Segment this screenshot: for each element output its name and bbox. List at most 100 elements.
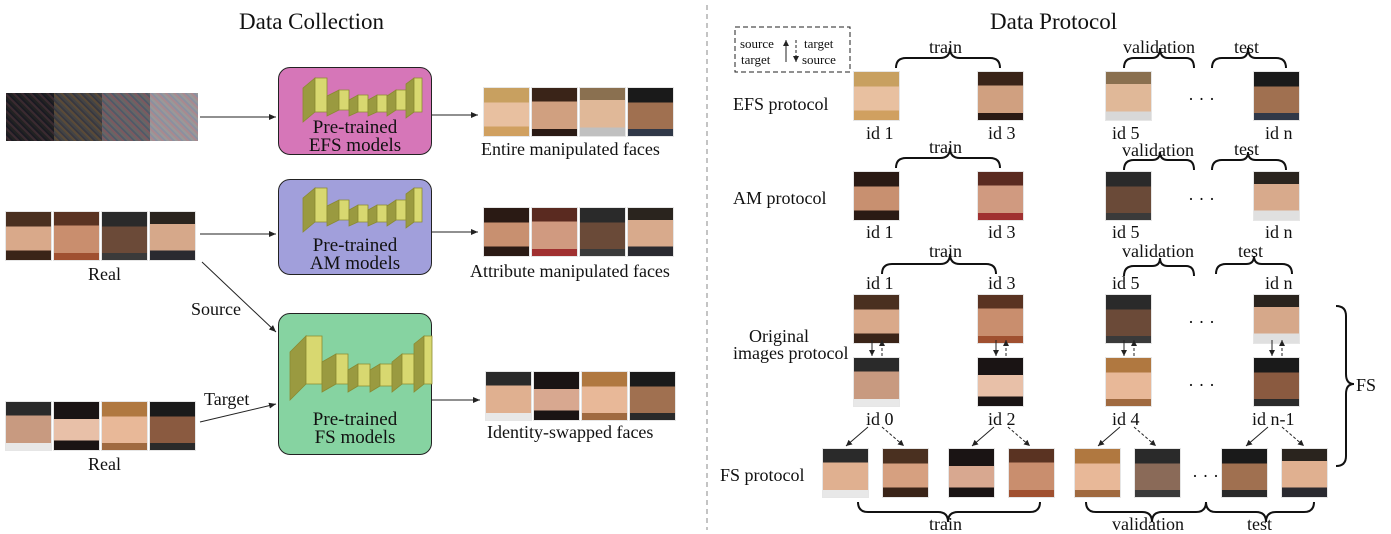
face-image <box>579 207 626 257</box>
validation-label: validation <box>1122 241 1194 261</box>
face-image <box>485 371 532 421</box>
face-image <box>977 294 1024 344</box>
face-image <box>581 371 628 421</box>
am-box-line1: Pre-trained <box>312 235 398 256</box>
face-image <box>483 87 530 137</box>
fs-box-line1: Pre-trained <box>312 409 398 430</box>
face-image <box>483 207 530 257</box>
face-image <box>533 371 580 421</box>
efs-protocol-label: EFS protocol <box>733 94 829 114</box>
data-collection-title: Data Collection <box>239 9 384 34</box>
noise-image <box>150 93 198 141</box>
face-image <box>977 171 1024 221</box>
id-label: id 5 <box>1112 123 1140 143</box>
arrow <box>199 402 277 423</box>
noise-image <box>6 93 54 141</box>
source-label: Source <box>191 299 241 319</box>
face-image <box>1281 448 1328 498</box>
original-protocol-label-2: images protocol <box>733 343 849 363</box>
original-protocol-label-1: Original <box>749 326 809 346</box>
face-image <box>1253 357 1300 407</box>
target-label: Target <box>204 389 250 409</box>
face-image <box>977 71 1024 121</box>
efs-output-label: Entire manipulated faces <box>481 139 660 159</box>
id-label: id 1 <box>866 222 894 242</box>
efs-ellipsis: · · · <box>1188 89 1215 109</box>
face-image <box>629 371 676 421</box>
real-label: Real <box>88 264 121 284</box>
face-image <box>531 207 578 257</box>
id-label: id 3 <box>988 273 1016 293</box>
face-image <box>53 401 100 451</box>
face-image <box>1008 448 1055 498</box>
legend-source-right: source <box>802 52 836 67</box>
face-image <box>822 448 869 498</box>
id-label: id 5 <box>1112 273 1140 293</box>
test-label: test <box>1234 139 1259 159</box>
legend-target-right: target <box>804 36 834 51</box>
id-label: id 3 <box>988 123 1016 143</box>
network-icon <box>289 335 433 401</box>
id-label: id 2 <box>988 409 1016 429</box>
face-image <box>1221 448 1268 498</box>
face-image <box>627 87 674 137</box>
face-image <box>101 401 148 451</box>
validation-label: validation <box>1112 514 1184 534</box>
train-label: train <box>929 37 962 57</box>
face-image <box>882 448 929 498</box>
id-label: id n-1 <box>1252 409 1295 429</box>
face-image <box>853 71 900 121</box>
id-label: id 4 <box>1112 409 1140 429</box>
id-label: id 5 <box>1112 222 1140 242</box>
train-label: train <box>929 137 962 157</box>
face-image <box>1105 357 1152 407</box>
arrow <box>201 261 277 333</box>
fs-output-label: Identity-swapped faces <box>487 422 654 442</box>
face-image <box>1105 294 1152 344</box>
face-image <box>948 448 995 498</box>
test-label: test <box>1234 37 1259 57</box>
validation-label: validation <box>1123 37 1195 57</box>
am-ellipsis: · · · <box>1188 189 1215 209</box>
data-protocol-title: Data Protocol <box>990 9 1118 34</box>
train-label: train <box>929 241 962 261</box>
face-image <box>149 401 196 451</box>
face-image <box>53 211 100 261</box>
face-image <box>1074 448 1121 498</box>
network-icon <box>302 187 423 233</box>
noise-image <box>102 93 150 141</box>
face-image <box>1134 448 1181 498</box>
face-image <box>1105 171 1152 221</box>
face-image <box>1253 71 1300 121</box>
face-image <box>101 211 148 261</box>
face-image <box>627 207 674 257</box>
noise-image <box>54 93 102 141</box>
legend-target-left: target <box>741 52 771 67</box>
id-label: id 1 <box>866 273 894 293</box>
face-image <box>579 87 626 137</box>
face-image <box>977 357 1024 407</box>
fs-brace-label: FS <box>1356 375 1377 395</box>
am-box-line2: AM models <box>309 253 401 274</box>
test-label: test <box>1238 241 1263 261</box>
face-image <box>531 87 578 137</box>
face-image <box>853 294 900 344</box>
am-output-label: Attribute manipulated faces <box>470 261 670 281</box>
train-label: train <box>929 514 962 534</box>
validation-label: validation <box>1122 140 1194 160</box>
efs-box-line2: EFS models <box>308 135 402 156</box>
face-image <box>1253 171 1300 221</box>
real-label: Real <box>88 454 121 474</box>
face-image <box>853 357 900 407</box>
face-image <box>853 171 900 221</box>
id-label: id 3 <box>988 222 1016 242</box>
legend-box <box>734 26 851 73</box>
orig-ellipsis: · · · <box>1188 375 1215 395</box>
fs-ellipsis: · · · <box>1192 466 1219 486</box>
fs-protocol-label: FS protocol <box>720 465 805 485</box>
fs-box-line2: FS models <box>314 427 396 448</box>
id-label: id n <box>1265 222 1293 242</box>
face-image <box>5 211 52 261</box>
id-label: id 1 <box>866 123 894 143</box>
